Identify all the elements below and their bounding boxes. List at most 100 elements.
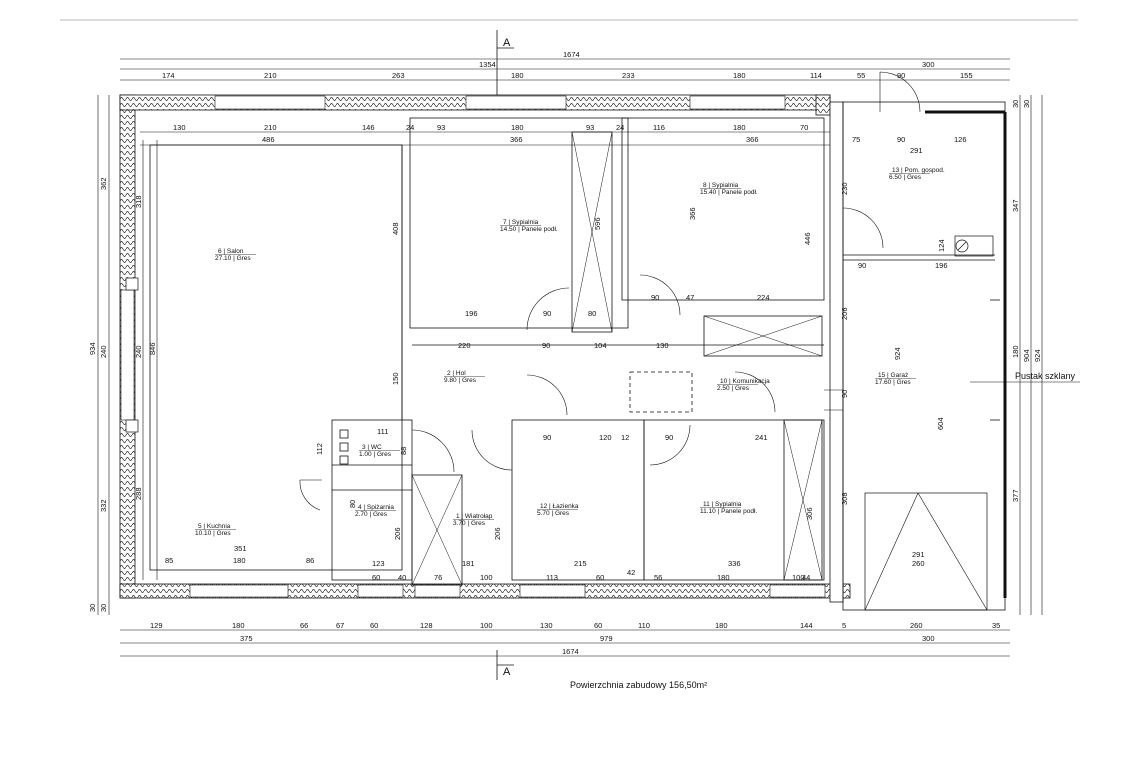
- svg-text:86: 86: [306, 556, 314, 565]
- room-label-3: 3 | WC1.00 | Gres: [359, 444, 400, 458]
- svg-text:24: 24: [616, 123, 624, 132]
- svg-text:150: 150: [391, 372, 400, 385]
- dim-left-total: 934: [88, 342, 97, 355]
- dim-right-total: 924: [1033, 349, 1042, 362]
- svg-text:180: 180: [1011, 345, 1020, 358]
- svg-text:130: 130: [173, 123, 186, 132]
- svg-text:263: 263: [392, 71, 405, 80]
- svg-text:375: 375: [240, 634, 253, 643]
- svg-text:123: 123: [372, 559, 385, 568]
- svg-text:85: 85: [165, 556, 173, 565]
- room-number-name: 11 | Sypialnia: [703, 501, 742, 508]
- svg-text:90: 90: [542, 341, 550, 350]
- svg-text:70: 70: [800, 123, 808, 132]
- bottom-row-dims: 129 180 66 67 60 128 100 130 60 110 180 …: [150, 621, 1000, 656]
- plan-caption: Powierzchnia zabudowy 156,50m²: [570, 680, 707, 690]
- svg-text:362: 362: [99, 177, 108, 190]
- svg-text:90: 90: [651, 293, 659, 302]
- dim-top-total: 1674: [563, 50, 580, 59]
- svg-text:288: 288: [134, 487, 143, 500]
- svg-text:180: 180: [233, 556, 246, 565]
- svg-text:351: 351: [234, 544, 247, 553]
- svg-text:196: 196: [465, 309, 478, 318]
- svg-text:88: 88: [399, 447, 408, 455]
- svg-text:90: 90: [897, 71, 905, 80]
- svg-text:180: 180: [715, 621, 728, 630]
- svg-text:90: 90: [840, 390, 849, 398]
- svg-text:35: 35: [992, 621, 1000, 630]
- right-dimension-lines: [1019, 95, 1043, 615]
- svg-text:60: 60: [596, 573, 604, 582]
- room-label-13: 13 | Pom. gospod.6.50 | Gres: [889, 167, 945, 181]
- svg-text:446: 446: [803, 232, 812, 245]
- svg-text:55: 55: [857, 71, 865, 80]
- room-area-floor: 15.40 | Panele podł.: [700, 189, 758, 196]
- svg-text:44: 44: [802, 573, 810, 582]
- svg-text:126: 126: [954, 135, 967, 144]
- svg-text:100: 100: [480, 573, 493, 582]
- svg-text:230: 230: [840, 182, 849, 195]
- svg-text:100: 100: [792, 573, 805, 582]
- svg-text:240: 240: [99, 345, 108, 358]
- top-dimension-lines: [120, 58, 1010, 146]
- svg-text:112: 112: [315, 443, 324, 455]
- garage-walls: [842, 71, 1007, 611]
- room-area-floor: 2.50 | Gres: [717, 385, 750, 392]
- room-area-floor: 9.80 | Gres: [444, 377, 477, 384]
- room-number-name: 12 | Łazienka: [540, 503, 579, 510]
- svg-text:300: 300: [922, 634, 935, 643]
- svg-text:181: 181: [462, 559, 475, 568]
- svg-text:210: 210: [264, 71, 277, 80]
- svg-text:66: 66: [300, 621, 308, 630]
- svg-text:80: 80: [588, 309, 596, 318]
- svg-text:347: 347: [1011, 199, 1020, 212]
- svg-text:220: 220: [458, 341, 471, 350]
- svg-text:174: 174: [162, 71, 175, 80]
- svg-text:60: 60: [372, 573, 380, 582]
- svg-text:596: 596: [593, 217, 602, 230]
- svg-text:306: 306: [805, 507, 814, 520]
- svg-text:60: 60: [370, 621, 378, 630]
- svg-text:67: 67: [336, 621, 344, 630]
- svg-text:979: 979: [600, 634, 613, 643]
- svg-text:486: 486: [262, 135, 275, 144]
- svg-text:80: 80: [348, 500, 357, 508]
- inner-row-dims: 130 210 146 24 93 180 93 24 116 180 70 4…: [173, 123, 967, 155]
- svg-text:206: 206: [493, 527, 502, 540]
- room-number-name: 2 | Hol: [447, 370, 466, 377]
- svg-text:130: 130: [656, 341, 669, 350]
- svg-text:114: 114: [810, 71, 822, 80]
- room-area-floor: 11.10 | Panele podł.: [700, 508, 757, 515]
- svg-text:110: 110: [638, 621, 650, 630]
- svg-text:128: 128: [420, 621, 433, 630]
- svg-text:116: 116: [653, 123, 665, 132]
- svg-text:30: 30: [1022, 100, 1031, 108]
- svg-text:180: 180: [733, 71, 746, 80]
- room-number-name: 5 | Kuchnia: [198, 523, 231, 530]
- section-mark-bottom: A: [496, 650, 514, 680]
- svg-text:366: 366: [688, 207, 697, 220]
- svg-text:90: 90: [543, 433, 551, 442]
- room-number-name: 6 | Salon: [218, 248, 244, 255]
- dim-top-garage: 300: [922, 60, 935, 69]
- svg-text:30: 30: [99, 604, 108, 612]
- room-number-name: 3 | WC: [362, 444, 382, 451]
- svg-text:180: 180: [717, 573, 730, 582]
- svg-text:30: 30: [88, 604, 97, 612]
- svg-text:318: 318: [134, 195, 143, 208]
- svg-text:120: 120: [599, 433, 612, 442]
- svg-text:206: 206: [393, 527, 402, 540]
- glass-block-note: Pustak szklany: [970, 371, 1080, 383]
- svg-text:47: 47: [686, 293, 694, 302]
- room-number-name: 4 | Spiżarnia: [358, 504, 394, 511]
- svg-text:224: 224: [757, 293, 770, 302]
- svg-text:408: 408: [391, 222, 400, 235]
- svg-text:146: 146: [362, 123, 375, 132]
- svg-text:241: 241: [755, 433, 768, 442]
